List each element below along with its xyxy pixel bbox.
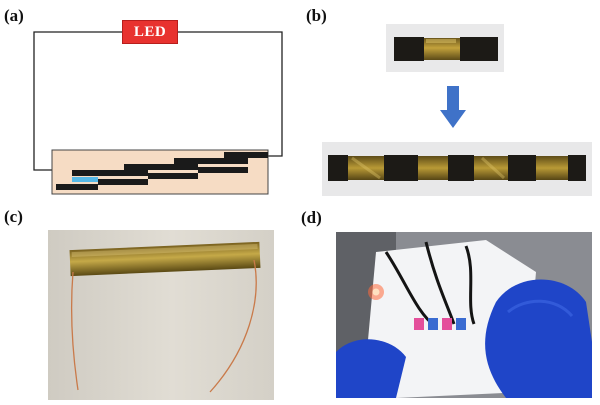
electrode-3 — [98, 179, 148, 185]
led-label: LED — [133, 23, 167, 40]
panel-label-a: (a) — [4, 6, 24, 25]
overlap-1 — [72, 177, 98, 182]
panel-b-single-module-photo — [386, 24, 504, 72]
panel-label-c: (c) — [4, 207, 23, 226]
panel-d-demo-photo — [336, 232, 592, 398]
electrode-1 — [56, 184, 98, 190]
wire-right — [178, 31, 283, 157]
panel-c-device-photo — [48, 230, 274, 400]
electrode-6 — [174, 158, 248, 164]
electrode-8 — [224, 152, 268, 158]
electrode-2 — [72, 170, 148, 176]
panel-a-schematic: LED — [0, 0, 300, 205]
electrode-4 — [124, 164, 198, 170]
electrode-5 — [148, 173, 198, 179]
panel-label-d: (d) — [301, 208, 322, 227]
led-box: LED — [122, 20, 178, 44]
panel-label-b: (b) — [306, 6, 327, 25]
down-arrow-icon — [440, 86, 466, 130]
wire-left — [33, 31, 122, 171]
panel-b-chained-modules-photo — [322, 142, 592, 196]
electrode-7 — [198, 167, 248, 173]
